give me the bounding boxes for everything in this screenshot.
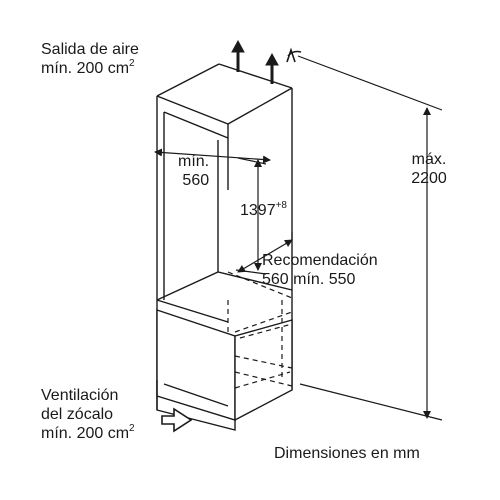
- base-ventilation-line2: del zócalo: [41, 406, 114, 423]
- base-ventilation-line1: Ventilación: [41, 387, 119, 404]
- cabinet-top-front-edge: [156, 95, 229, 125]
- air-outlet-arrowhead-right: [265, 52, 279, 66]
- units-note: Dimensiones en mm: [274, 445, 420, 462]
- recommendation-dim-line: [237, 239, 293, 273]
- plinth-side-face: [234, 319, 293, 422]
- dimension-niche-width: [154, 148, 271, 164]
- hidden-diag-3: [234, 371, 293, 387]
- cabinet-shelf-right: [156, 271, 293, 301]
- appliance-height-tolerance: +8: [275, 200, 287, 211]
- max-height-line1: máx.: [411, 151, 447, 168]
- max-height-ext-top: [297, 55, 443, 111]
- base-ventilation-label: Ventilación del zócalo mín. 200 cm2: [41, 386, 135, 443]
- plinth-base: [156, 380, 236, 431]
- air-outlet-arrows: [231, 39, 279, 84]
- base-ventilation-area: mín. 200 cm: [41, 425, 130, 442]
- air-outlet-area: mín. 200 cm: [41, 60, 130, 77]
- base-ventilation-unit-exponent: 2: [129, 423, 135, 434]
- appliance-height-label: 1397+8: [240, 201, 287, 220]
- plinth-recess: [163, 383, 229, 407]
- cabinet-top-right-edge: [227, 87, 293, 125]
- cabinet-inner-top: [163, 111, 229, 139]
- appliance-height-value: 1397: [240, 202, 276, 219]
- hidden-bottom: [234, 371, 291, 389]
- base-ventilation-line3: mín. 200 cm2: [41, 424, 135, 443]
- plinth-front-face: [156, 309, 236, 421]
- niche-width-label: mín. 560: [178, 152, 209, 190]
- air-outlet-label: Salida de aire mín. 200 cm2: [41, 40, 139, 78]
- appliance-hidden-edges: [227, 271, 293, 389]
- niche-width-dim-line: [154, 148, 271, 164]
- max-height-line2: 2200: [411, 170, 447, 187]
- hidden-diag-2: [234, 355, 293, 369]
- hidden-top-right: [227, 271, 293, 299]
- air-outlet-line1: Salida de aire: [41, 41, 139, 58]
- appliance-lower-section: [156, 309, 293, 431]
- appliance-height-ext-top: [237, 157, 267, 165]
- recommendation-line1: Recomendación: [262, 252, 378, 269]
- recommendation-label: Recomendación 560 mín. 550: [262, 251, 378, 289]
- wall-gap-symbol: [286, 47, 302, 63]
- air-outlet-unit-exponent: 2: [129, 58, 135, 69]
- air-outlet-line2: mín. 200 cm2: [41, 59, 139, 78]
- dimension-recommendation: [237, 232, 293, 273]
- hidden-mid: [234, 311, 293, 333]
- dimension-max-height: [297, 55, 443, 421]
- niche-width-line2: 560: [182, 172, 210, 189]
- recommendation-line2: 560 mín. 550: [262, 271, 356, 288]
- air-outlet-arrowhead-left: [231, 39, 245, 53]
- cabinet-shelf-front: [156, 299, 229, 323]
- cabinet-top-back-edge: [218, 63, 293, 89]
- base-vent-arrow: [161, 407, 193, 433]
- cabinet-top-left-edge: [156, 63, 220, 97]
- max-height-ext-bottom: [299, 383, 443, 421]
- max-height-label: máx. 2200: [404, 150, 454, 188]
- niche-width-line1: mín.: [178, 153, 210, 170]
- base-vent-arrow-shape: [161, 407, 193, 433]
